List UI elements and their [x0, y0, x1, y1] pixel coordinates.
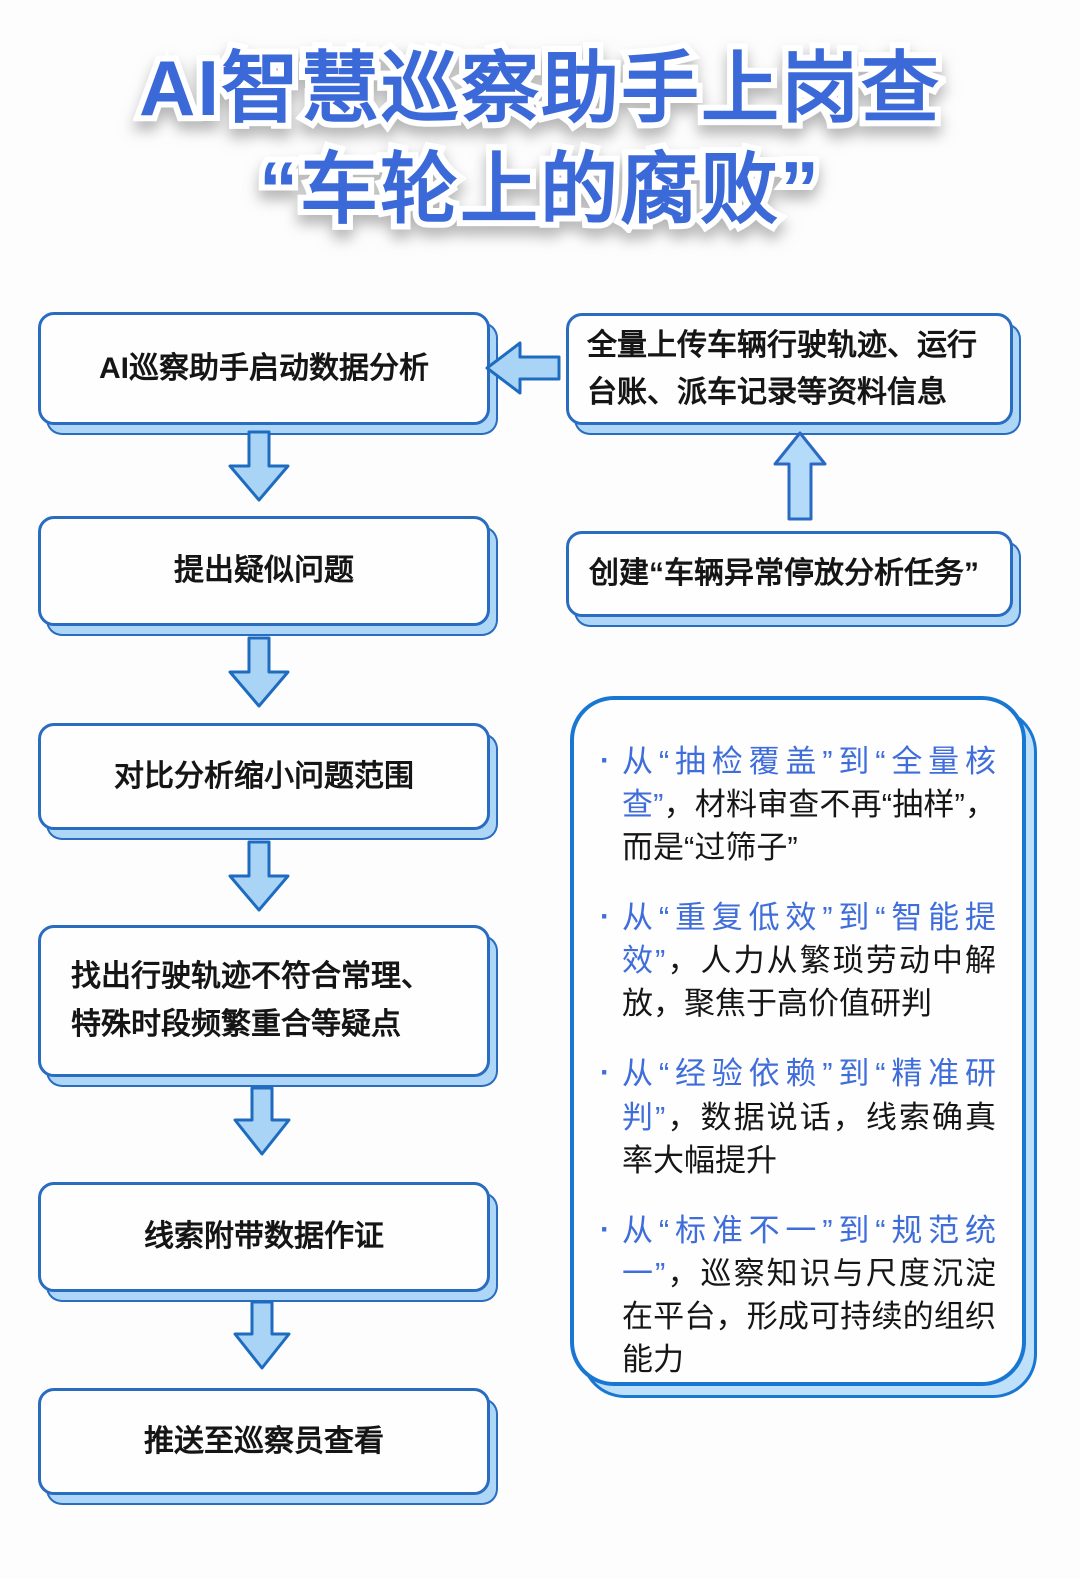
flow-step-label: 线索附带数据作证	[144, 1220, 384, 1253]
bullet-dot-icon: ·	[600, 900, 610, 934]
benefit-lead: 从“抽检覆盖”到“全量核查”	[622, 744, 996, 823]
benefit-item: · 从“标准不一”到“规范统一”，巡察知识与尺度沉淀在平台，形成可持续的组织能力	[600, 1209, 996, 1381]
down-arrow-icon	[232, 1086, 292, 1156]
benefit-item: · 从“重复低效”到“智能提效”，人力从繁琐劳动中解放，聚焦于高价值研判	[600, 896, 996, 1025]
benefit-item: · 从“经验依赖”到“精准研判”，数据说话，线索确真率大幅提升	[600, 1052, 996, 1181]
flow-step-label: 找出行驶轨迹不符合常理、特殊时段频繁重合等疑点	[71, 960, 431, 1041]
bullet-dot-icon: ·	[600, 1056, 610, 1090]
benefit-rest: ，数据说话，线索确真率大幅提升	[622, 1099, 997, 1178]
create-task-label: 创建“车辆异常停放分析任务”	[589, 557, 979, 590]
benefit-text: 从“抽检覆盖”到“全量核查”，材料审查不再“抽样”，而是“过筛子”	[622, 740, 996, 869]
flow-step-push-to-inspector: 推送至巡察员查看	[38, 1388, 490, 1495]
flow-step-find-anomalies: 找出行驶轨迹不符合常理、特殊时段频繁重合等疑点	[38, 925, 490, 1077]
flow-step-evidence: 线索附带数据作证	[38, 1182, 490, 1292]
benefit-lead: 从“标准不一”到“规范统一”	[622, 1212, 996, 1291]
page-title-line2: “车轮上的腐败”	[253, 139, 825, 239]
bullet-dot-icon: ·	[600, 1212, 610, 1246]
left-arrow-icon	[484, 340, 562, 396]
flow-step-label: 提出疑似问题	[174, 554, 354, 587]
flow-step-data-analysis: AI巡察助手启动数据分析	[38, 312, 490, 425]
benefit-item: · 从“抽检覆盖”到“全量核查”，材料审查不再“抽样”，而是“过筛子”	[600, 740, 996, 869]
page-title-line1: AI智慧巡察助手上岗查	[133, 38, 945, 138]
down-arrow-icon	[232, 1300, 292, 1370]
down-arrow-icon	[226, 840, 292, 912]
benefits-panel: · 从“抽检覆盖”到“全量核查”，材料审查不再“抽样”，而是“过筛子” · 从“…	[570, 696, 1026, 1386]
bullet-dot-icon: ·	[600, 744, 610, 777]
benefit-text: 从“标准不一”到“规范统一”，巡察知识与尺度沉淀在平台，形成可持续的组织能力	[622, 1209, 996, 1381]
flow-step-label: 对比分析缩小问题范围	[114, 759, 414, 793]
benefit-rest: ，巡察知识与尺度沉淀在平台，形成可持续的组织能力	[622, 1255, 997, 1377]
upload-data-box: 全量上传车辆行驶轨迹、运行台账、派车记录等资料信息	[566, 313, 1013, 425]
upload-data-label: 全量上传车辆行驶轨迹、运行台账、派车记录等资料信息	[587, 328, 977, 409]
create-task-box: 创建“车辆异常停放分析任务”	[566, 531, 1013, 617]
benefit-lead: 从“经验依赖”到“精准研判”	[622, 1056, 996, 1135]
benefit-rest: ，材料审查不再“抽样”，而是“过筛子”	[622, 787, 996, 866]
flow-step-label: AI巡察助手启动数据分析	[99, 351, 429, 385]
flow-step-label: 推送至巡察员查看	[144, 1424, 384, 1458]
benefit-text: 从“经验依赖”到“精准研判”，数据说话，线索确真率大幅提升	[622, 1052, 996, 1181]
flow-step-narrow-scope: 对比分析缩小问题范围	[38, 723, 490, 830]
page-title: AI智慧巡察助手上岗查 “车轮上的腐败”	[0, 38, 1080, 241]
flow-step-raise-questions: 提出疑似问题	[38, 516, 490, 626]
down-arrow-icon	[226, 430, 292, 502]
benefit-lead: 从“重复低效”到“智能提效”	[622, 900, 996, 979]
down-arrow-icon	[226, 636, 292, 708]
up-arrow-icon	[772, 430, 828, 522]
benefit-rest: ，人力从繁琐劳动中解放，聚焦于高价值研判	[622, 943, 997, 1022]
benefit-text: 从“重复低效”到“智能提效”，人力从繁琐劳动中解放，聚焦于高价值研判	[622, 896, 996, 1025]
